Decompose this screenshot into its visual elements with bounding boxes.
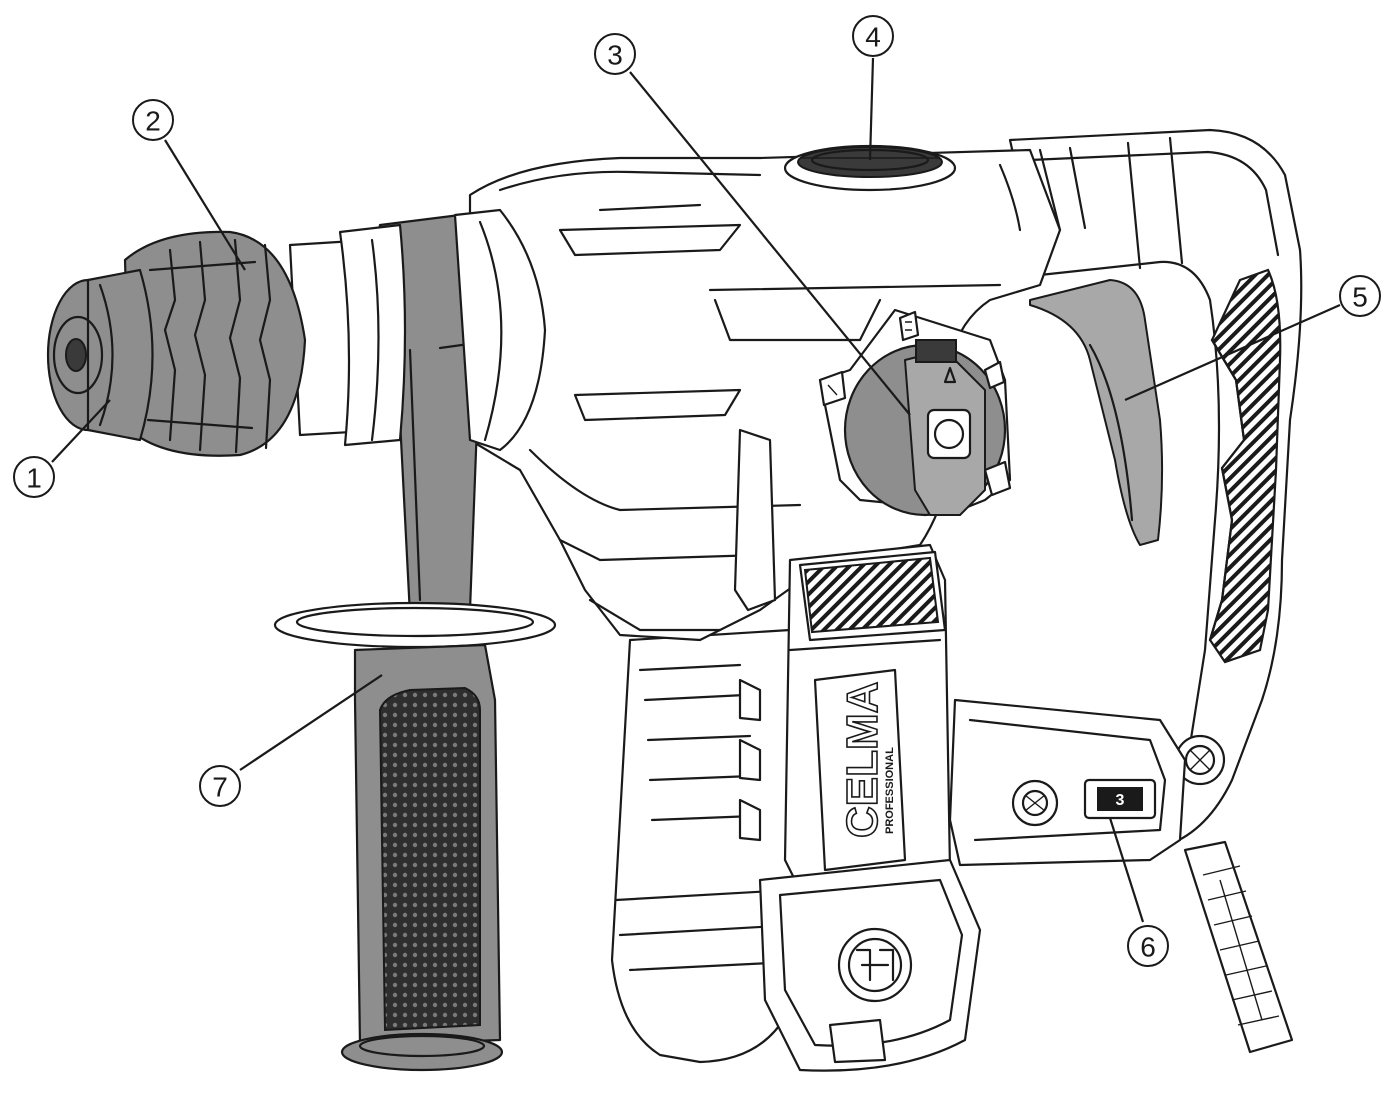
- callout-7: 7: [199, 765, 241, 807]
- leader-6: [1108, 817, 1145, 923]
- brand-panel: [758, 543, 982, 1072]
- callout-3: 3: [594, 33, 636, 75]
- motor-housing: [610, 628, 802, 1064]
- callout-6-label: 6: [1140, 932, 1156, 963]
- callout-5-label: 5: [1352, 282, 1368, 313]
- callout-5: 5: [1339, 275, 1381, 317]
- top-vent-cap: [783, 144, 957, 192]
- callout-4: 4: [852, 15, 894, 57]
- callout-1: 1: [13, 456, 55, 498]
- tool-holder-nose: [46, 268, 154, 442]
- callout-2: 2: [132, 99, 174, 141]
- callout-leaders: [51, 57, 1341, 923]
- speed-control-block: [948, 698, 1187, 867]
- callout-6: 6: [1127, 925, 1169, 967]
- callout-4-label: 4: [865, 22, 881, 53]
- brand-tagline-text: PROFESSIONAL: [884, 747, 896, 834]
- leader-3: [629, 71, 911, 416]
- brand-logo-text: CELMA: [838, 682, 887, 838]
- speed-dial-value: 3: [1116, 792, 1125, 809]
- chuck-locking-sleeve[interactable]: [123, 230, 307, 457]
- power-cord: [1183, 840, 1294, 1054]
- leader-7: [239, 674, 383, 771]
- leader-5: [1124, 303, 1341, 402]
- leader-1: [51, 399, 111, 463]
- callout-1-label: 1: [26, 463, 42, 494]
- barrel: [288, 208, 547, 452]
- mode-selector-knob[interactable]: [818, 308, 1012, 517]
- brand-logo: CELMA PROFESSIONAL: [837, 681, 896, 839]
- speed-dial[interactable]: 3: [1083, 778, 1157, 820]
- main-body: [468, 146, 1087, 642]
- callout-7-label: 7: [212, 772, 228, 803]
- callout-2-label: 2: [145, 106, 161, 137]
- callout-3-label: 3: [607, 40, 623, 71]
- leader-2: [164, 139, 246, 271]
- leader-4: [868, 57, 875, 161]
